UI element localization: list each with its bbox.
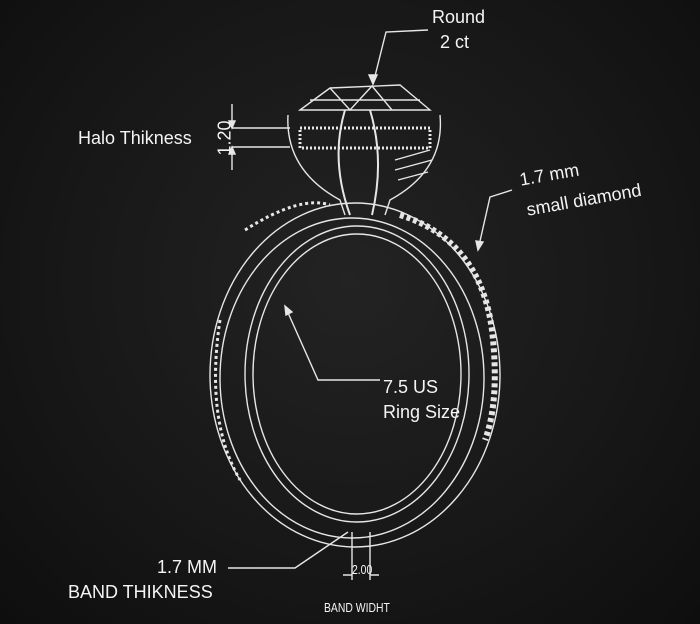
halo-dimension: 1.20 — [214, 120, 235, 156]
annotation-lines — [227, 29, 513, 580]
band-width-label: BAND WIDHT — [324, 600, 390, 615]
stone-shape-label: Round — [432, 7, 486, 27]
stone-carat-label: 2 ct — [440, 32, 470, 52]
band-thickness-label: BAND THIKNESS — [68, 582, 213, 602]
ring-head — [287, 84, 442, 216]
band-thickness-value: 1.7 MM — [157, 557, 218, 577]
ring-size-label: Ring Size — [383, 402, 461, 422]
ring-size-value: 7.5 US — [383, 377, 439, 397]
band-width-dimension: 2.00 — [352, 562, 373, 577]
halo-thickness-label: Halo Thikness — [78, 128, 192, 148]
ring-band — [209, 201, 501, 548]
